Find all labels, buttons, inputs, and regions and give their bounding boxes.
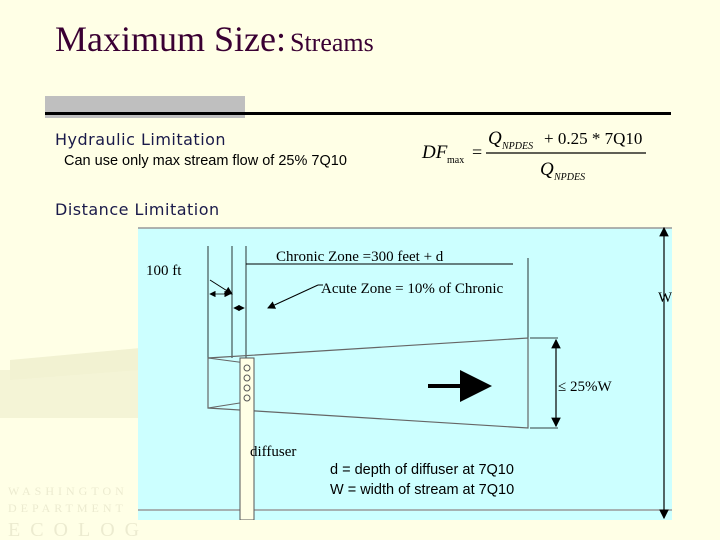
- stream-area: [138, 228, 672, 520]
- label-25w: ≤ 25%W: [558, 379, 612, 395]
- formula-lhs-sub: max: [447, 155, 464, 166]
- title-main: Maximum Size:: [55, 19, 286, 59]
- pointer-acute: [267, 284, 319, 309]
- formula-num-sub: NPDES: [501, 141, 533, 152]
- diffuser-port: [243, 394, 251, 402]
- formula-lhs: DF: [421, 142, 448, 163]
- formula-den-q: Q: [540, 159, 554, 180]
- dilution-formula: DF max = Q NPDES + 0.25 * 7Q10 Q NPDES: [421, 128, 646, 182]
- formula-den-sub: NPDES: [553, 172, 585, 182]
- label-100ft: 100 ft: [146, 263, 182, 279]
- mixing-zone-outline: [207, 337, 529, 429]
- label-chronic: Chronic Zone =300 feet + d: [276, 249, 444, 265]
- slide-title: Maximum Size: Streams: [55, 18, 374, 60]
- distance-heading: Distance Limitation: [55, 200, 220, 219]
- label-w: W: [658, 290, 672, 306]
- title-underline: [45, 112, 671, 115]
- title-sub: Streams: [289, 28, 374, 57]
- diffuser-port: [243, 364, 251, 372]
- svg-text:ECOLOGY: ECOLOGY: [8, 519, 140, 540]
- formula-num-q: Q: [488, 128, 502, 149]
- label-acute: Acute Zone = 10% of Chronic: [321, 281, 504, 297]
- diffuser-port: [243, 374, 251, 382]
- hydraulic-text: Can use only max stream flow of 25% 7Q10: [64, 153, 347, 169]
- hydraulic-heading: Hydraulic Limitation: [55, 130, 227, 149]
- agency-logo-watermark: WASHINGTON DEPARTMENT ECOLOGY: [0, 348, 140, 540]
- formula-equals: =: [472, 142, 482, 162]
- label-diffuser: diffuser: [250, 444, 296, 460]
- diffuser-pipe: [239, 357, 255, 520]
- note-width: W = width of stream at 7Q10: [330, 482, 514, 498]
- svg-text:WASHINGTON: WASHINGTON: [8, 484, 128, 498]
- formula-num-rest: + 0.25 * 7Q10: [544, 129, 642, 148]
- diffuser-port: [243, 384, 251, 392]
- mixing-zone-diagram: 100 ft Chronic Zone =300 feet + d Acute …: [138, 226, 672, 520]
- note-depth: d = depth of diffuser at 7Q10: [330, 462, 514, 478]
- svg-text:DEPARTMENT: DEPARTMENT: [8, 501, 127, 515]
